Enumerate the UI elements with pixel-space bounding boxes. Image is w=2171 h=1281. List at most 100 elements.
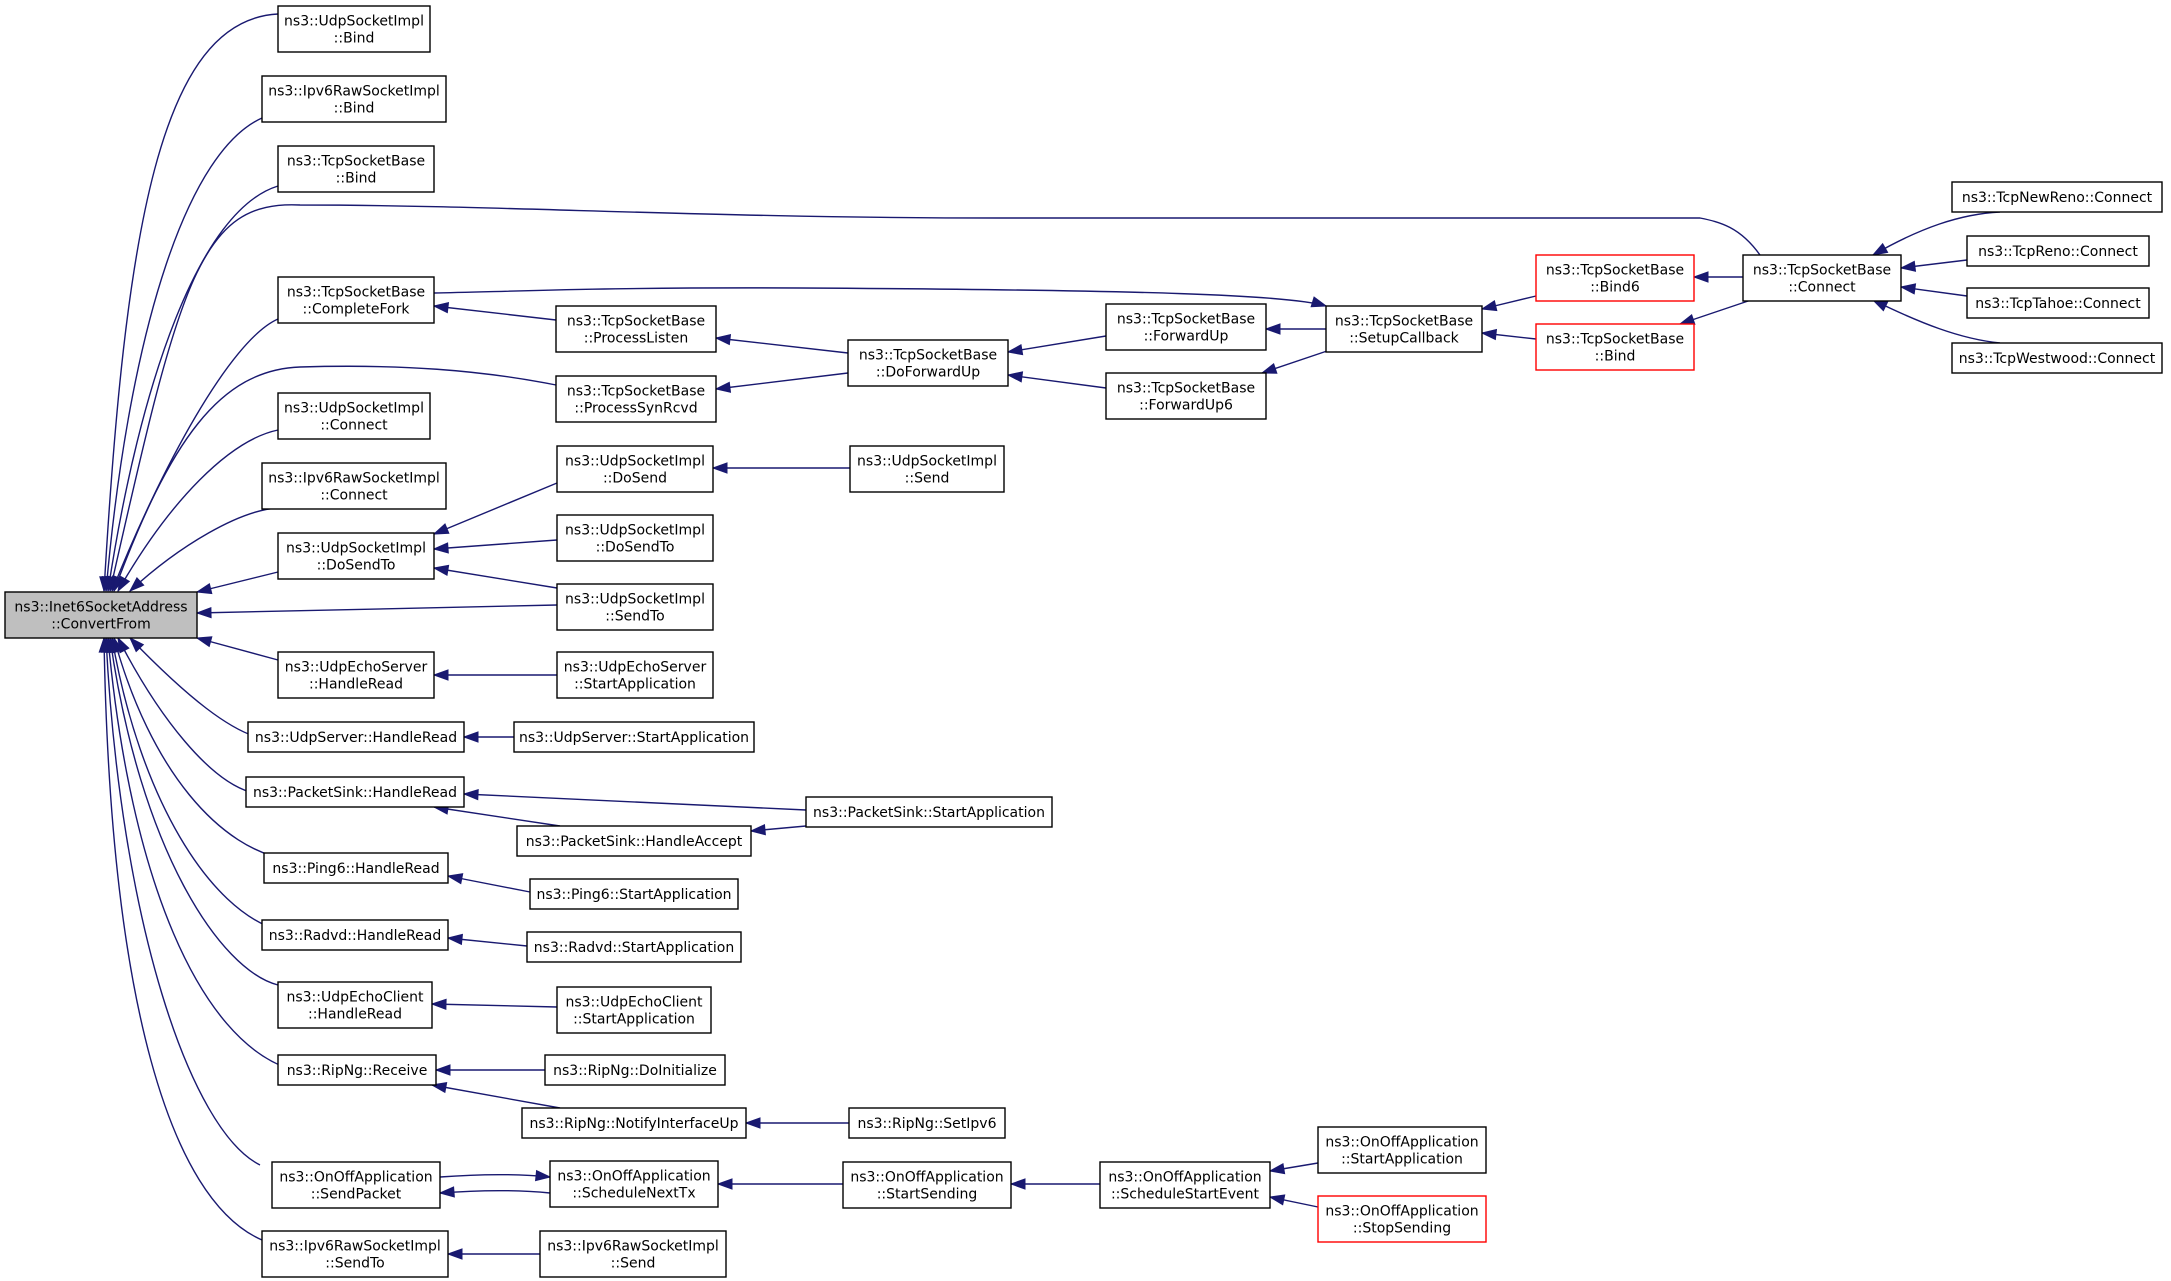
- node-box: [526, 931, 742, 963]
- node-label-line: ns3::RipNg::Receive: [287, 1063, 428, 1079]
- node-ripng-setipv6[interactable]: ns3::RipNg::SetIpv6: [848, 1107, 1006, 1139]
- node-tcp-processsynrcvd[interactable]: ns3::TcpSocketBase::ProcessSynRcvd: [555, 375, 717, 423]
- node-ripng-doinitialize[interactable]: ns3::RipNg::DoInitialize: [544, 1054, 726, 1086]
- arrowhead-udp_dosendto2-to-udp_dosendto: [432, 542, 449, 554]
- node-ipv6raw-connect[interactable]: ns3::Ipv6RawSocketImpl::Connect: [261, 462, 447, 510]
- node-ipv6raw-bind[interactable]: ns3::Ipv6RawSocketImpl::Bind: [261, 75, 447, 123]
- node-udpserver-start[interactable]: ns3::UdpServer::StartApplication: [513, 721, 755, 753]
- node-tcp-forwardup6[interactable]: ns3::TcpSocketBase::ForwardUp6: [1105, 372, 1267, 420]
- node-onoff-schedulestartevent[interactable]: ns3::OnOffApplication::ScheduleStartEven…: [1099, 1161, 1271, 1209]
- node-udp-connect[interactable]: ns3::UdpSocketImpl::Connect: [277, 392, 431, 440]
- node-tcp-doforwardup[interactable]: ns3::TcpSocketBase::DoForwardUp: [847, 339, 1009, 387]
- node-tcptahoe-connect[interactable]: ns3::TcpTahoe::Connect: [1966, 287, 2150, 319]
- node-udpechoserver-handleread[interactable]: ns3::UdpEchoServer::HandleRead: [277, 651, 435, 699]
- node-label-line: ns3::UdpSocketImpl: [286, 541, 426, 557]
- node-label-line: ::HandleRead: [308, 1007, 402, 1023]
- node-tcp-forwardup[interactable]: ns3::TcpSocketBase::ForwardUp: [1105, 303, 1267, 351]
- node-box: [1951, 342, 2163, 374]
- node-label-line: ns3::Radvd::HandleRead: [269, 928, 442, 944]
- node-onoff-startsending[interactable]: ns3::OnOffApplication::StartSending: [842, 1161, 1012, 1209]
- node-label-line: ns3::UdpServer::HandleRead: [255, 730, 457, 746]
- node-ripng-notifyinterfaceup[interactable]: ns3::RipNg::NotifyInterfaceUp: [521, 1107, 747, 1139]
- arrowhead-tcp_setupcallback-to-tcp_completefork: [1310, 296, 1328, 308]
- node-tcpwestwood-connect[interactable]: ns3::TcpWestwood::Connect: [1951, 342, 2163, 374]
- node-box: [261, 919, 449, 951]
- arrowhead-onoff_startapplication-to-onoff_schedulestartevent: [1268, 1162, 1286, 1175]
- node-label-line: ::Send: [611, 1256, 656, 1272]
- node-box: [1105, 372, 1267, 420]
- node-packetsink-handleread[interactable]: ns3::PacketSink::HandleRead: [245, 776, 465, 808]
- edge-udp_dosendto2-to-udp_dosendto: [433, 539, 558, 550]
- node-packetsink-start[interactable]: ns3::PacketSink::StartApplication: [805, 796, 1053, 828]
- node-ping6-handleread[interactable]: ns3::Ping6::HandleRead: [263, 852, 449, 884]
- node-tcp-setupcallback[interactable]: ns3::TcpSocketBase::SetupCallback: [1325, 305, 1483, 353]
- node-label-line: ns3::UdpSocketImpl: [284, 401, 424, 417]
- node-ping6-start[interactable]: ns3::Ping6::StartApplication: [529, 878, 739, 910]
- node-label-line: ns3::TcpTahoe::Connect: [1975, 296, 2141, 312]
- edge-ipv6raw_bind-to-root: [105, 117, 263, 592]
- node-tcpnewreno-connect[interactable]: ns3::TcpNewReno::Connect: [1951, 181, 2163, 213]
- node-label-line: ns3::Ipv6RawSocketImpl: [268, 471, 440, 487]
- node-label-line: ::SendPacket: [311, 1187, 402, 1203]
- node-label-line: ns3::UdpEchoClient: [565, 995, 703, 1011]
- node-label-line: ns3::UdpSocketImpl: [857, 454, 997, 470]
- node-udpechoserver-start[interactable]: ns3::UdpEchoServer::StartApplication: [556, 651, 714, 699]
- arrowhead-ping6_start-to-ping6_handleread: [446, 873, 464, 885]
- node-onoff-stopsending[interactable]: ns3::OnOffApplication::StopSending: [1317, 1195, 1487, 1243]
- node-radvd-handleread[interactable]: ns3::Radvd::HandleRead: [261, 919, 449, 951]
- node-tcp-bind6[interactable]: ns3::TcpSocketBase::Bind6: [1535, 254, 1695, 302]
- node-tcp-connect[interactable]: ns3::TcpSocketBase::Connect: [1742, 254, 1902, 302]
- node-udpechoclient-start[interactable]: ns3::UdpEchoClient::StartApplication: [556, 986, 712, 1034]
- edge-tcp_doforwardup-to-tcp_processlisten: [715, 337, 849, 354]
- node-box: [1966, 287, 2150, 319]
- node-label-line: ::DoSend: [603, 471, 667, 487]
- node-radvd-start[interactable]: ns3::Radvd::StartApplication: [526, 931, 742, 963]
- node-label-line: ns3::Inet6SocketAddress: [14, 600, 187, 616]
- node-box: [849, 445, 1005, 493]
- arrowhead-udpserver_handleread-to-root: [128, 636, 145, 653]
- node-tcp-bind[interactable]: ns3::TcpSocketBase::Bind: [277, 145, 435, 193]
- node-box: [516, 825, 752, 857]
- node-label-line: ::Connect: [320, 418, 388, 434]
- node-udp-dosendto[interactable]: ns3::UdpSocketImpl::DoSendTo: [277, 532, 435, 580]
- node-label-line: ns3::TcpSocketBase: [1117, 381, 1255, 397]
- node-box: [529, 878, 739, 910]
- node-label-line: ns3::TcpSocketBase: [1335, 314, 1473, 330]
- arrowhead-udpechoclient_start-to-udpechoclient_handleread: [430, 998, 447, 1011]
- arrowhead-ipv6raw_sendto-to-root: [98, 636, 110, 653]
- node-ipv6raw-sendto[interactable]: ns3::Ipv6RawSocketImpl::SendTo: [261, 1230, 449, 1278]
- node-label-line: ns3::UdpSocketImpl: [284, 14, 424, 30]
- node-tcp-bind-red[interactable]: ns3::TcpSocketBase::Bind: [1535, 323, 1695, 371]
- node-udpechoclient-handleread[interactable]: ns3::UdpEchoClient::HandleRead: [277, 981, 433, 1029]
- node-packetsink-handleaccept[interactable]: ns3::PacketSink::HandleAccept: [516, 825, 752, 857]
- node-onoff-schedulenexttx[interactable]: ns3::OnOffApplication::ScheduleNextTx: [549, 1160, 719, 1208]
- node-tcp-completefork[interactable]: ns3::TcpSocketBase::CompleteFork: [277, 276, 435, 324]
- arrowhead-onoff_stopsending-to-onoff_schedulestartevent: [1268, 1194, 1286, 1206]
- node-udp-dosendto2[interactable]: ns3::UdpSocketImpl::DoSendTo: [556, 514, 714, 562]
- node-udpserver-handleread[interactable]: ns3::UdpServer::HandleRead: [247, 721, 465, 753]
- node-label-line: ns3::TcpSocketBase: [1753, 263, 1891, 279]
- node-box: [549, 1160, 719, 1208]
- node-udp-bind[interactable]: ns3::UdpSocketImpl::Bind: [277, 5, 431, 53]
- node-box: [277, 532, 435, 580]
- node-tcpreno-connect[interactable]: ns3::TcpReno::Connect: [1966, 235, 2150, 267]
- node-onoff-sendpacket[interactable]: ns3::OnOffApplication::SendPacket: [271, 1161, 441, 1209]
- node-label-line: ::StartApplication: [1341, 1152, 1463, 1168]
- node-tcp-processlisten[interactable]: ns3::TcpSocketBase::ProcessListen: [555, 305, 717, 353]
- node-box: [1317, 1126, 1487, 1174]
- node-ripng-receive[interactable]: ns3::RipNg::Receive: [277, 1054, 437, 1086]
- node-box: [555, 375, 717, 423]
- node-udp-send[interactable]: ns3::UdpSocketImpl::Send: [849, 445, 1005, 493]
- node-label-line: ::HandleRead: [309, 677, 403, 693]
- node-root[interactable]: ns3::Inet6SocketAddress::ConvertFrom: [4, 591, 198, 639]
- node-udp-dosend[interactable]: ns3::UdpSocketImpl::DoSend: [556, 445, 714, 493]
- edge-udpechoclient_start-to-udpechoclient_handleread: [431, 1003, 558, 1008]
- node-udp-sendto[interactable]: ns3::UdpSocketImpl::SendTo: [556, 583, 714, 631]
- node-label-line: ns3::TcpSocketBase: [1546, 263, 1684, 279]
- node-onoff-startapplication[interactable]: ns3::OnOffApplication::StartApplication: [1317, 1126, 1487, 1174]
- node-label-line: ns3::TcpSocketBase: [1117, 312, 1255, 328]
- node-label-line: ns3::PacketSink::StartApplication: [813, 805, 1045, 821]
- node-ipv6raw-send[interactable]: ns3::Ipv6RawSocketImpl::Send: [539, 1230, 727, 1278]
- edge-ipv6raw_connect-to-root: [129, 507, 279, 592]
- node-box: [261, 75, 447, 123]
